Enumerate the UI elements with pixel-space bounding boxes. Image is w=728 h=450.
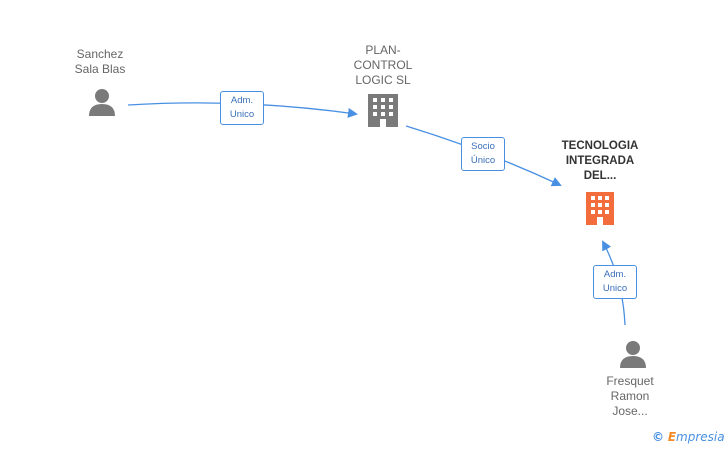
- node-label-plan-control[interactable]: PLAN- CONTROL LOGIC SL: [353, 43, 413, 87]
- copyright-icon: ©: [652, 430, 664, 444]
- edge-label-adm-unico: Adm. Unico: [593, 265, 637, 299]
- brand-initial: E: [667, 430, 677, 444]
- person-icon[interactable]: [620, 341, 646, 368]
- node-label-sanchez[interactable]: Sanchez Sala Blas: [74, 47, 126, 76]
- node-label-fresquet[interactable]: Fresquet Ramon Jose...: [606, 374, 654, 418]
- edge-label-socio-unico: Socio Único: [461, 137, 505, 171]
- building-icon[interactable]: [368, 94, 398, 127]
- node-label-tecnologia[interactable]: TECNOLOGIA INTEGRADA DEL...: [561, 140, 639, 182]
- brand-name: mpresia: [676, 430, 725, 444]
- empresia-brand[interactable]: © Empresia: [652, 430, 725, 444]
- person-icon[interactable]: [89, 89, 115, 116]
- edge-label-adm-unico: Adm. Unico: [220, 91, 264, 125]
- main-company-building-icon[interactable]: [586, 192, 614, 225]
